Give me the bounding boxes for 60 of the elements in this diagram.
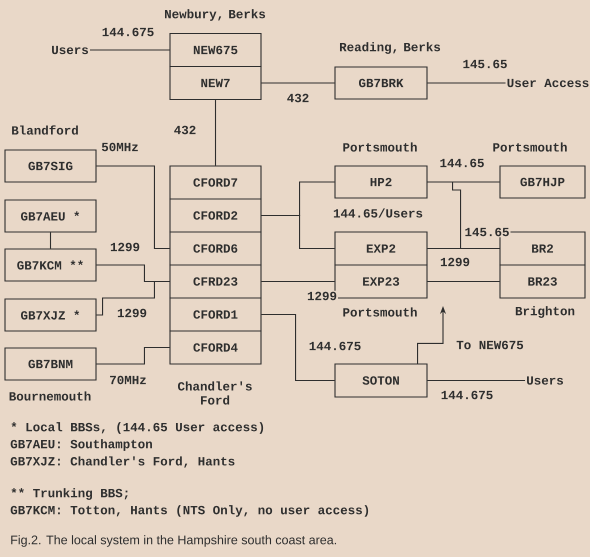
place-label: Blandford (12, 125, 78, 135)
edge-label: 1299 (116, 308, 148, 318)
edge-label: 1299 (306, 290, 338, 302)
station-box: CFORD6 (169, 231, 262, 266)
connector (428, 380, 526, 382)
station-box: NEW675 (169, 32, 262, 68)
endpoint-label: Users (527, 376, 563, 385)
place-label: Portsmouth (343, 142, 417, 152)
endpoint-label: User Access (508, 78, 588, 88)
connector (96, 280, 170, 316)
station-box: GB7KCM ** (4, 248, 97, 282)
connector (96, 346, 170, 365)
connector (428, 82, 506, 84)
connector (428, 181, 500, 250)
connector (262, 82, 334, 84)
station-box: EXP2 (334, 231, 428, 266)
place-label: Newbury, Berks (165, 9, 266, 21)
place-label: Reading, Berks (340, 42, 440, 54)
station-box: GB7BRK (334, 66, 428, 100)
place-label: Chandler's Ford (178, 381, 252, 405)
station-box: GB7XJZ * (4, 298, 97, 332)
connector (90, 49, 170, 51)
connector (50, 232, 52, 248)
station-box: NEW7 (169, 66, 262, 100)
note-text: GB7XJZ: Chandler's Ford, Hants (10, 456, 234, 468)
connector (262, 314, 334, 382)
note-text: * Local BBSs, (144.65 User access) (12, 422, 264, 434)
station-box: CFORD1 (169, 297, 262, 332)
station-box: CFORD4 (169, 330, 262, 365)
station-box: CFORD7 (169, 165, 262, 200)
connector (96, 165, 170, 250)
edge-label: To NEW675 (455, 340, 525, 350)
place-label: Portsmouth (493, 142, 567, 152)
place-label: Portsmouth (343, 307, 417, 317)
station-box: BR23 (499, 264, 586, 299)
station-box: CFRD23 (169, 264, 262, 299)
edge-label: 144.675 (308, 340, 362, 352)
station-box: HP2 (334, 165, 428, 199)
station-box: GB7HJP (499, 165, 586, 199)
station-box: SOTON (334, 363, 428, 398)
endpoint-label: Users (52, 46, 88, 54)
figure-caption: Fig.2. The local system in the Hampshire south coast area. (11, 535, 336, 547)
connector (262, 214, 334, 250)
station-box: GB7BNM (4, 347, 97, 381)
note-text: GB7KCM: Totton, Hants (NTS Only, no user access) (10, 505, 368, 517)
station-box: GB7SIG (4, 149, 97, 183)
edge-label: 1299 (109, 242, 141, 252)
edge-label: 432 (172, 124, 198, 136)
place-label: Bournemouth (10, 391, 90, 401)
note-text: GB7AEU: Southampton (10, 439, 152, 451)
connector (214, 100, 216, 166)
station-box: GB7AEU * (4, 199, 97, 233)
note-text: ** Trunking BBS; (12, 488, 128, 500)
connector (262, 280, 334, 282)
station-box: CFORD2 (169, 198, 262, 233)
connector (428, 280, 500, 282)
edge-label: 144.675 (440, 390, 494, 400)
place-label: Brighton (516, 306, 574, 318)
edge-label: 432 (286, 92, 310, 104)
edge-label: 144.65/Users (332, 207, 424, 219)
